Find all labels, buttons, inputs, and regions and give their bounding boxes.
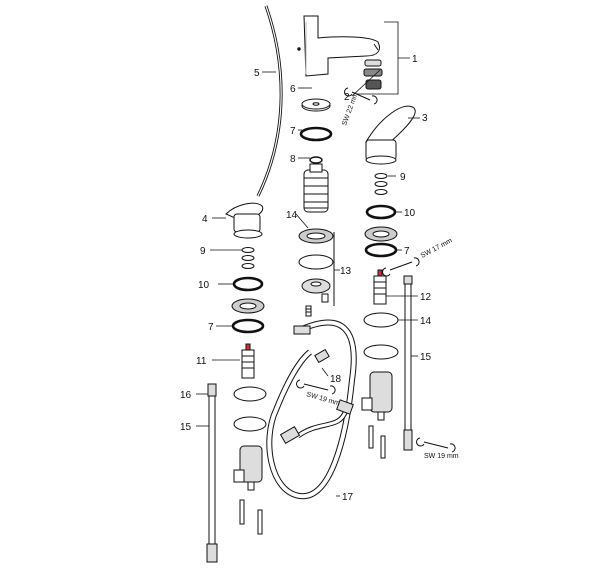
part-small-ring: [309, 156, 323, 164]
part-threaded-stem: [303, 163, 329, 213]
callout-10-left: 10: [198, 280, 210, 291]
callout-17: 17: [342, 492, 354, 503]
callout-1: 1: [412, 54, 418, 65]
callout-15-right: 15: [420, 352, 432, 363]
callout-16: 16: [180, 390, 192, 401]
part-screw: [305, 305, 312, 317]
part-o-ring: [299, 126, 333, 142]
wrench-label-sw19-right: SW 19 mm: [424, 453, 459, 460]
part-left-valve: [233, 445, 263, 491]
wrench-label-sw19-left: SW 19 mm: [305, 391, 340, 407]
callout-7-left: 7: [208, 322, 214, 333]
callout-13: 13: [340, 266, 352, 277]
callout-2: 2: [344, 92, 350, 103]
callout-7-spout: 7: [290, 126, 296, 137]
part-loop-hose: [266, 319, 357, 500]
part-spout: [297, 15, 380, 77]
part-left-cartridge: [241, 343, 255, 379]
part-washer: [298, 254, 334, 270]
part-right-hose: [403, 275, 413, 451]
part-aerator: [363, 59, 383, 90]
callout-10-right: 10: [404, 208, 416, 219]
callout-5: 5: [254, 68, 260, 79]
callout-14-center: 14: [286, 210, 298, 221]
callout-7-right: 7: [404, 246, 410, 257]
callout-3: 3: [422, 113, 428, 124]
callout-14-right: 14: [420, 316, 432, 327]
callout-18: 18: [330, 374, 342, 385]
callout-6: 6: [290, 84, 296, 95]
part-left-handle: [225, 202, 264, 239]
part-left-hose: [206, 383, 218, 563]
part-right-handle: [365, 105, 416, 165]
callout-9-left: 9: [200, 246, 206, 257]
callout-12: 12: [420, 292, 432, 303]
callout-11: 11: [196, 356, 207, 367]
part-rod: [256, 5, 283, 197]
callout-15-left: 15: [180, 422, 192, 433]
leader-lines: [196, 21, 420, 497]
callout-9-right: 9: [400, 172, 406, 183]
part-right-valve: [361, 371, 393, 421]
part-right-cartridge: [373, 269, 387, 305]
wrench-label-sw17: SW 17 mm: [420, 237, 454, 260]
callout-8: 8: [290, 154, 296, 165]
part-clamp-nut: [301, 278, 331, 303]
part-rosette: [301, 98, 331, 112]
callout-4: 4: [202, 214, 208, 225]
